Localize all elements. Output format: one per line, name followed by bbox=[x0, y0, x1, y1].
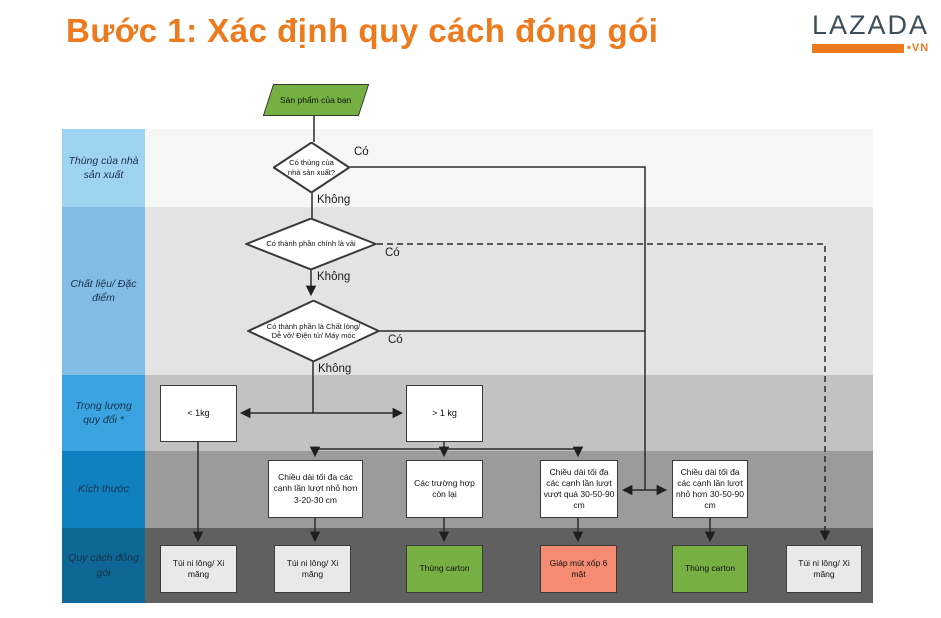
decision-fabric-label: Có thành phần chính là vải bbox=[266, 239, 356, 249]
sidebar-row-dimensions: Kích thước bbox=[62, 451, 145, 528]
start-node: Sản phẩm của bạn bbox=[262, 84, 370, 116]
band-material bbox=[62, 207, 873, 375]
weight-over-1kg: > 1 kg bbox=[406, 385, 483, 442]
output-plastic-bag-2-label: Túi ni lông/ Xi măng bbox=[286, 557, 339, 579]
decision-fabric: Có thành phần chính là vải bbox=[245, 218, 377, 270]
dim-under-30-50-90-label: Chiều dài tối đa các cạnh lần lượt nhỏ h… bbox=[676, 466, 744, 511]
output-carton-2-label: Thùng carton bbox=[684, 563, 736, 574]
dim-other-cases-label: Các trường hợp còn lại bbox=[414, 477, 475, 499]
output-plastic-bag-1: Túi ni lông/ Xi măng bbox=[160, 545, 237, 593]
dim-small-3-20-30-label: Chiều dài tối đa các cạnh lần lượt nhỏ h… bbox=[273, 472, 358, 505]
output-carton-2: Thùng carton bbox=[672, 545, 748, 593]
edge-label-no-1: Không bbox=[317, 194, 351, 206]
dim-over-30-50-90-label: Chiều dài tối đa các cạnh lần lượt vượt … bbox=[543, 466, 615, 511]
edge-label-no-3: Không bbox=[318, 363, 352, 375]
output-foam-wrap-label: Giáp mút xốp 6 mặt bbox=[549, 557, 608, 579]
page-title: Bước 1: Xác định quy cách đóng gói bbox=[66, 12, 659, 49]
edge-label-yes-3: Có bbox=[388, 334, 403, 346]
decision-manufacturer-box: Có thùng của nhà sản xuất? bbox=[273, 142, 350, 193]
lazada-logo-tld: •VN bbox=[907, 42, 930, 54]
sidebar-row-manufacturer-box: Thùng của nhà sản xuất bbox=[62, 129, 145, 207]
weight-under-1kg: < 1kg bbox=[160, 385, 237, 442]
output-plastic-bag-2: Túi ni lông/ Xi măng bbox=[274, 545, 351, 593]
dim-under-30-50-90: Chiều dài tối đa các cạnh lần lượt nhỏ h… bbox=[672, 460, 748, 518]
lazada-logo: LAZADA •VN bbox=[812, 12, 936, 54]
edge-label-yes-1: Có bbox=[354, 146, 369, 158]
dim-over-30-50-90: Chiều dài tối đa các cạnh lần lượt vượt … bbox=[540, 460, 618, 518]
dim-small-3-20-30: Chiều dài tối đa các cạnh lần lượt nhỏ h… bbox=[268, 460, 363, 518]
band-manufacturer-box bbox=[62, 129, 873, 207]
sidebar-row-material: Chất liệu/ Đặc điểm bbox=[62, 207, 145, 375]
sidebar-row-packaging: Quy cách đóng gói bbox=[62, 528, 145, 603]
decision-fragile-label: Có thành phần là Chất lỏng/ Dễ vỡ/ Điện … bbox=[266, 321, 361, 340]
sidebar-row-weight: Trọng lượng quy đổi * bbox=[62, 375, 145, 451]
edge-label-yes-2: Có bbox=[385, 247, 400, 259]
output-plastic-bag-3-label: Túi ni lông/ Xi măng bbox=[798, 557, 850, 579]
diamond-shape-icon bbox=[273, 142, 350, 193]
output-foam-wrap: Giáp mút xốp 6 mặt bbox=[540, 545, 617, 593]
edge-label-no-2: Không bbox=[317, 271, 351, 283]
output-carton-1: Thùng carton bbox=[406, 545, 483, 593]
decision-fragile: Có thành phần là Chất lỏng/ Dễ vỡ/ Điện … bbox=[247, 300, 380, 362]
decision-manufacturer-box-label: Có thùng của nhà sản xuất? bbox=[287, 158, 336, 177]
start-node-label: Sản phẩm của bạn bbox=[280, 95, 352, 105]
output-plastic-bag-1-label: Túi ni lông/ Xi măng bbox=[172, 557, 225, 579]
output-plastic-bag-3: Túi ni lông/ Xi măng bbox=[786, 545, 862, 593]
lazada-logo-wordmark: LAZADA bbox=[812, 10, 930, 40]
weight-over-1kg-label: > 1 kg bbox=[432, 407, 457, 418]
output-carton-1-label: Thùng carton bbox=[419, 563, 470, 574]
weight-under-1kg-label: < 1kg bbox=[187, 407, 210, 418]
dim-other-cases: Các trường hợp còn lại bbox=[406, 460, 483, 518]
lazada-logo-bar bbox=[812, 43, 904, 53]
